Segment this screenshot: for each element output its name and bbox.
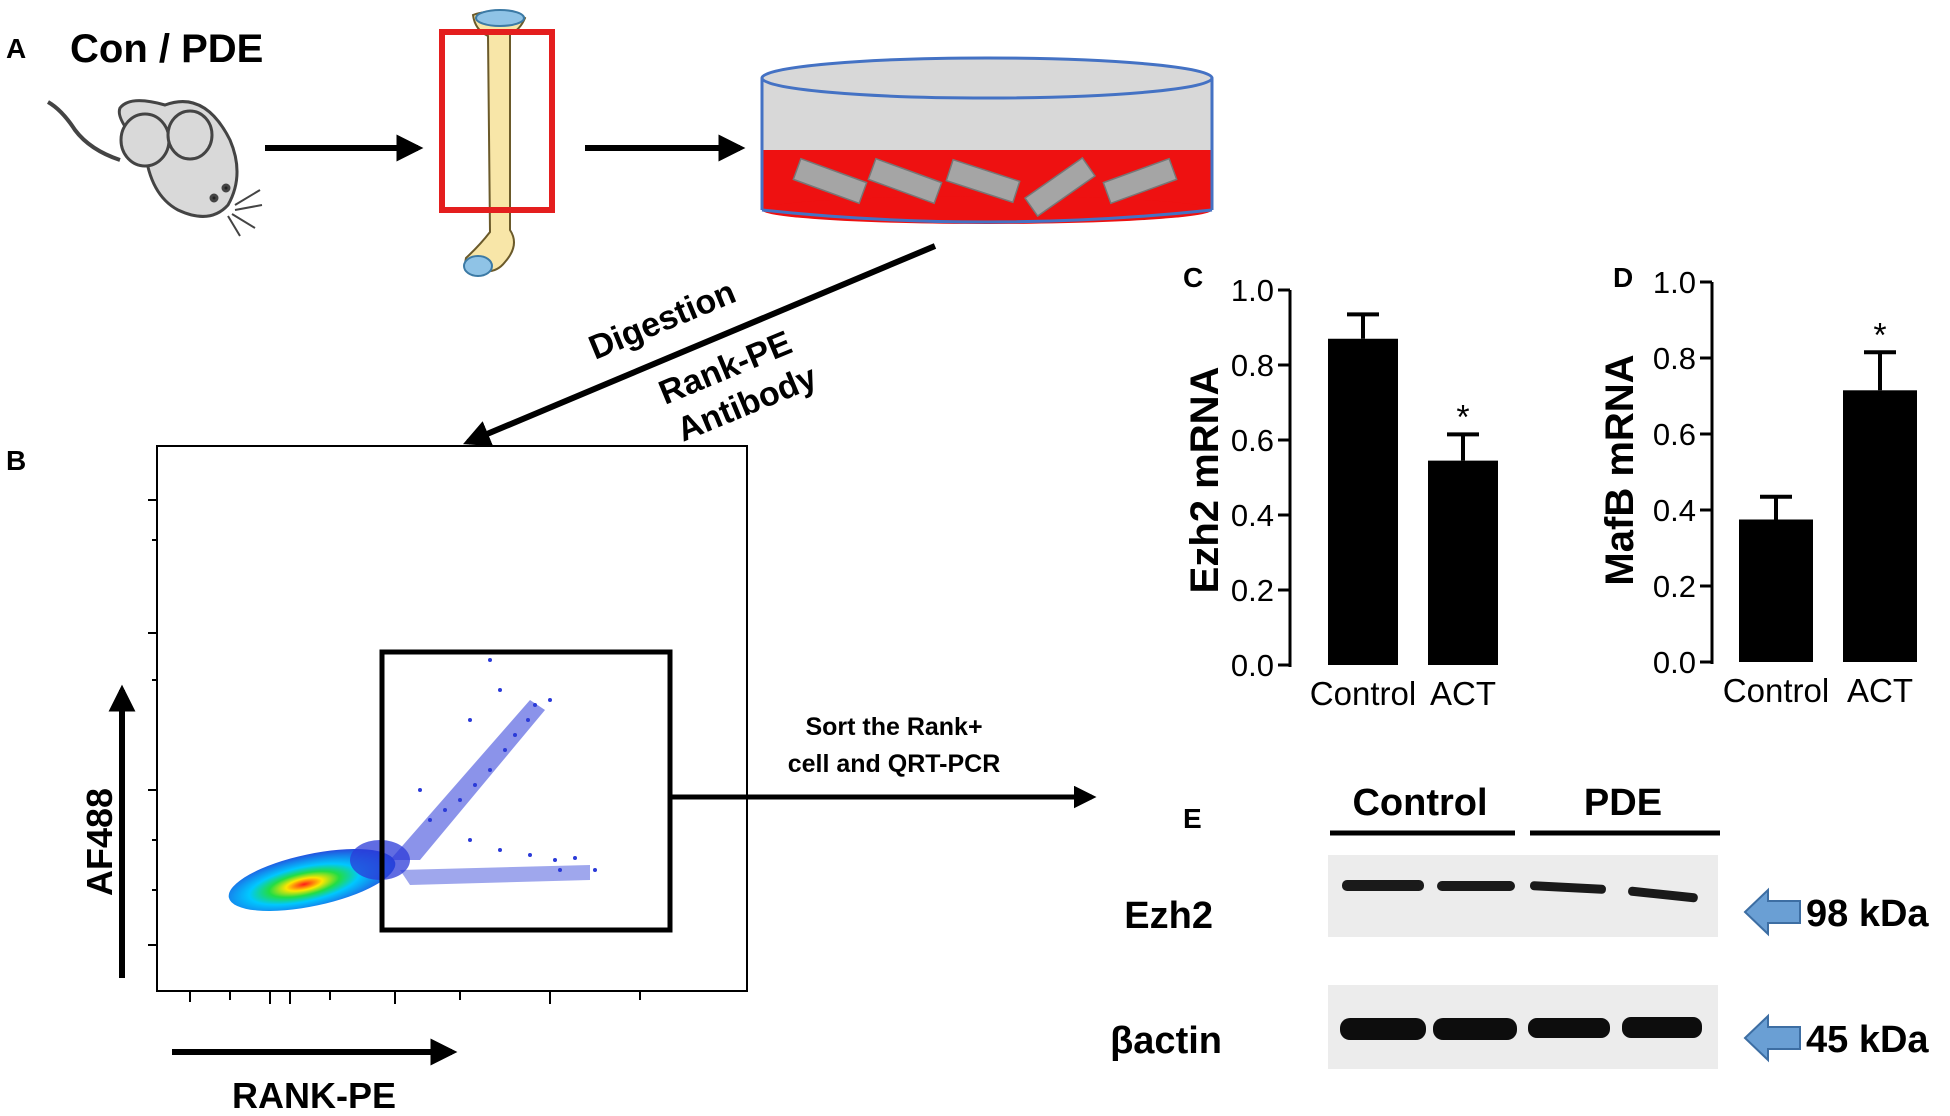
x-axis-label: RANK-PE [232, 1075, 396, 1116]
panel-a: A Con / PDE [6, 9, 1214, 449]
bone-icon [439, 9, 555, 277]
category-label: Control [1310, 675, 1416, 712]
category-label: ACT [1430, 675, 1496, 712]
category-label: Control [1723, 672, 1829, 709]
band [1433, 1018, 1517, 1040]
band [1437, 881, 1515, 891]
blot-bactin-bands [1340, 1017, 1702, 1040]
panel-e-letter: E [1183, 803, 1202, 834]
bar [1328, 338, 1398, 665]
x-axis-minor-ticks [189, 991, 641, 1004]
sort-label-line2: cell and QRT-PCR [788, 750, 1001, 778]
y-tick-label: 0.8 [1653, 341, 1696, 376]
arrow-digestion [463, 243, 937, 447]
blot-arrow-ezh2 [1743, 887, 1801, 937]
blot-row-label-bactin: βactin [1110, 1020, 1222, 1062]
blot-size-ezh2: 98 kDa [1806, 893, 1929, 935]
mouse-icon [46, 99, 263, 237]
group-label: Con / PDE [70, 27, 263, 71]
bone-shaft-box [439, 29, 555, 213]
sort-label-line1: Sort the Rank+ [805, 713, 982, 741]
rank-positive-gate [379, 649, 673, 933]
blot-size-bactin: 45 kDa [1806, 1019, 1929, 1061]
band [1342, 880, 1424, 891]
bar [1739, 519, 1813, 662]
y-tick-label: 0.6 [1653, 417, 1696, 452]
panel-e: E Control PDE Ezh2 98 kDa βactin 45 kDa [1110, 782, 1929, 1069]
y-axis-minor-ticks [148, 499, 157, 946]
panel-a-letter: A [6, 33, 26, 64]
panel-c-letter: C [1183, 262, 1203, 293]
y-tick-label: 0.0 [1231, 648, 1274, 683]
y-tick-label: 0.2 [1231, 573, 1274, 608]
blot-arrow-bactin [1743, 1013, 1801, 1063]
significance-marker: * [1456, 398, 1469, 436]
y-tick-label: 1.0 [1653, 265, 1696, 300]
band [1529, 881, 1606, 894]
category-label: ACT [1847, 672, 1913, 709]
y-axis-label: AF488 [79, 788, 120, 896]
y-tick-label: 0.8 [1231, 348, 1274, 383]
chart-c-ylabel: Ezh2 mRNA [1183, 367, 1227, 594]
bone-fragments [792, 156, 1178, 218]
y-tick-label: 0.6 [1231, 423, 1274, 458]
panel-b-letter: B [6, 445, 26, 476]
y-tick-label: 0.4 [1653, 493, 1696, 528]
flow-cytometry-plot-frame [156, 445, 748, 992]
cell-population [228, 658, 597, 911]
y-tick-label: 1.0 [1231, 273, 1274, 308]
panel-b: B [6, 445, 1097, 1116]
lane-group-pde: PDE [1584, 782, 1662, 824]
band [1622, 1017, 1702, 1038]
band [1340, 1018, 1426, 1040]
significance-marker: * [1873, 316, 1886, 354]
y-tick-label: 0.4 [1231, 498, 1274, 533]
culture-dish-icon [760, 56, 1214, 224]
bar [1428, 460, 1498, 665]
y-tick-label: 0.0 [1653, 645, 1696, 680]
blot-ezh2-bands [1342, 880, 1698, 903]
blot-row-label-ezh2: Ezh2 [1124, 895, 1213, 937]
band [1628, 886, 1698, 903]
panel-d-letter: D [1613, 262, 1633, 293]
chart-d-ylabel: MafB mRNA [1598, 354, 1642, 585]
lane-group-control: Control [1352, 782, 1487, 824]
bar [1843, 390, 1917, 662]
y-tick-label: 0.2 [1653, 569, 1696, 604]
band [1528, 1018, 1610, 1038]
